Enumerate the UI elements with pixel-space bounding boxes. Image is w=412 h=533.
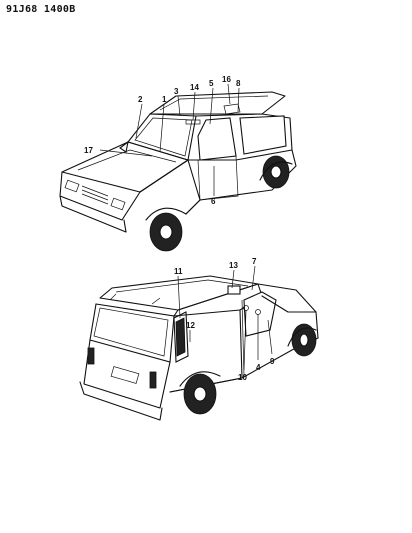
callout-11: 11 <box>174 267 183 276</box>
callout-1: 1 <box>162 95 167 104</box>
callout-10: 10 <box>238 373 247 382</box>
callout-13: 13 <box>229 261 238 270</box>
callouts-bottom: 11 12 13 7 10 4 9 <box>174 257 275 382</box>
rear-view-vehicle <box>79 275 319 421</box>
callout-14: 14 <box>190 83 199 92</box>
front-door-window <box>197 117 237 161</box>
callout-3: 3 <box>174 87 179 96</box>
callout-7: 7 <box>252 257 257 266</box>
diagram-code: 91J68 1400B <box>6 4 76 15</box>
callouts-top: 2 1 3 14 5 16 8 17 6 <box>84 75 241 206</box>
rear-quarter-window <box>239 115 287 155</box>
liftgate-glass <box>89 303 175 363</box>
callout-16: 16 <box>222 75 231 84</box>
callout-2: 2 <box>138 95 143 104</box>
front-view-vehicle <box>59 91 297 252</box>
callout-8: 8 <box>236 79 241 88</box>
callout-12: 12 <box>186 321 195 330</box>
callout-4: 4 <box>256 363 261 372</box>
callout-9: 9 <box>270 357 275 366</box>
callout-17: 17 <box>84 146 93 155</box>
callout-6: 6 <box>211 197 216 206</box>
callout-5: 5 <box>209 79 214 88</box>
